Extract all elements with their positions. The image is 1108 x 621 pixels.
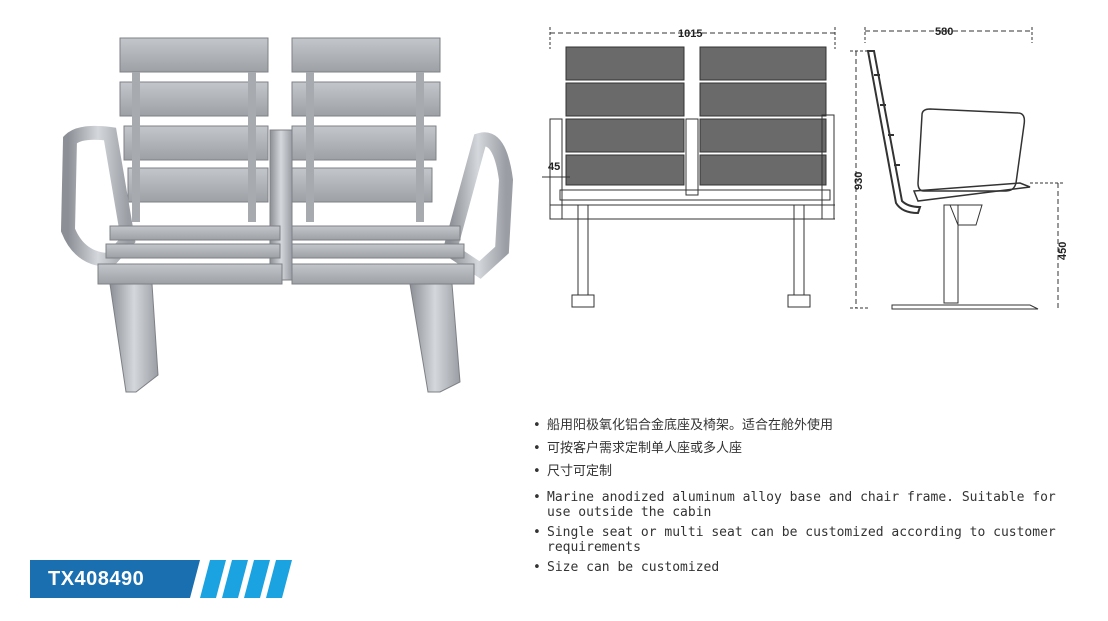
left-armrest [60,125,136,268]
front-view [542,27,836,308]
right-leg [409,283,461,393]
dim-height-total: 930 [853,172,865,190]
side-view [850,27,1064,310]
feature-en-item: •Marine anodized aluminum alloy base and… [533,490,1056,520]
feature-cn-item: •可按客户需求定制单人座或多人座 [533,441,743,456]
left-leg [109,283,159,393]
feature-cn-item: •船用阳极氧化铝合金底座及椅架。适合在舱外使用 [533,418,834,433]
features-en-list: •Marine anodized aluminum alloy base and… [533,490,1093,580]
feature-en-item: •Single seat or multi seat can be custom… [533,525,1056,555]
seat [97,225,475,285]
left-backrest [119,37,269,222]
product-photo [60,37,514,393]
dim-slat-gap: 45 [548,161,560,173]
dim-depth-side: 580 [935,26,953,38]
feature-en-item: •Size can be customized [533,560,720,575]
dim-seat-height: 450 [1057,242,1069,260]
model-number: TX408490 [48,568,145,590]
right-backrest [291,37,441,222]
dim-width-front: 1015 [678,28,702,40]
features-cn-list: •船用阳极氧化铝合金底座及椅架。适合在舱外使用 •可按客户需求定制单人座或多人座… [533,416,1093,485]
feature-cn-item: •尺寸可定制 [533,464,613,479]
model-badge-shape [30,560,292,598]
right-armrest [441,132,514,279]
technical-drawing: 1015 45 580 930 450 [542,26,1069,310]
model-badge: TX408490 [30,560,292,598]
